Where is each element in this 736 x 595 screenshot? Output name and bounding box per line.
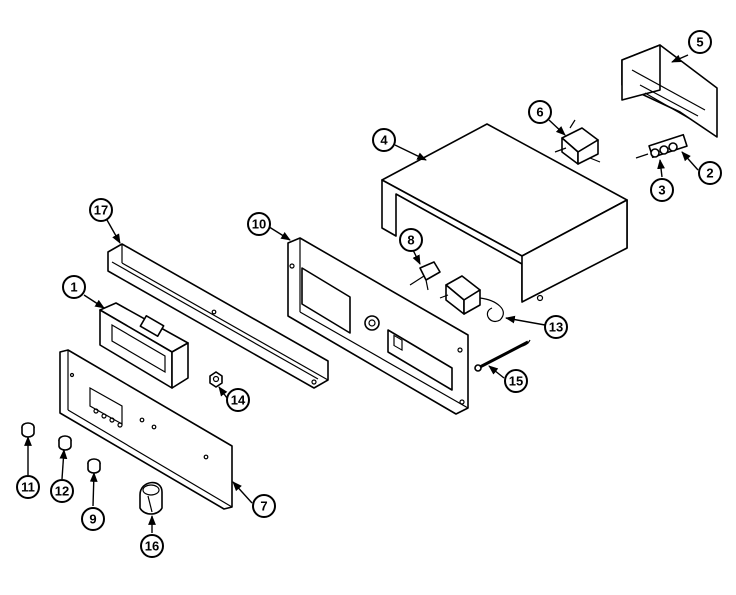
callout-15: 15	[504, 369, 528, 393]
svg-text:17: 17	[94, 203, 108, 218]
part-1-display-module	[99, 302, 189, 389]
svg-text:1: 1	[70, 280, 77, 295]
svg-text:4: 4	[380, 133, 388, 148]
callout-13: 13	[544, 315, 568, 339]
callout-14: 14	[226, 388, 250, 412]
svg-text:12: 12	[55, 484, 69, 499]
svg-text:7: 7	[260, 499, 267, 514]
part-9-button	[87, 458, 101, 474]
callout-7: 7	[252, 494, 276, 518]
callout-8: 8	[399, 228, 423, 252]
callout-11: 11	[16, 475, 40, 499]
callout-10: 10	[247, 212, 271, 236]
callout-6: 6	[528, 100, 552, 124]
svg-text:11: 11	[21, 480, 35, 495]
svg-text:3: 3	[658, 183, 665, 198]
svg-text:16: 16	[145, 539, 159, 554]
svg-text:9: 9	[89, 512, 96, 527]
part-2-3-terminal	[635, 133, 688, 159]
part-13-control-wiring	[439, 275, 504, 322]
part-16-knob	[139, 481, 163, 515]
svg-text:13: 13	[549, 320, 563, 335]
part-15-rod	[474, 339, 531, 372]
callout-1: 1	[62, 275, 86, 299]
part-17-channel-rail	[107, 243, 329, 389]
callout-5: 5	[688, 30, 712, 54]
svg-text:15: 15	[509, 374, 523, 389]
callout-3: 3	[650, 178, 674, 202]
svg-text:14: 14	[231, 393, 246, 408]
callout-9: 9	[81, 507, 105, 531]
svg-text:8: 8	[407, 233, 414, 248]
part-4-housing	[381, 123, 628, 303]
callout-16: 16	[140, 534, 164, 558]
callout-2: 2	[698, 161, 722, 185]
svg-text:6: 6	[536, 105, 543, 120]
svg-text:10: 10	[252, 217, 266, 232]
part-14-nut	[209, 371, 223, 388]
svg-text:2: 2	[706, 166, 713, 181]
callout-4: 4	[372, 128, 396, 152]
callout-17: 17	[89, 198, 113, 222]
callout-12: 12	[50, 479, 74, 503]
part-12-button	[58, 435, 72, 451]
part-6-relay	[554, 119, 601, 165]
part-7-front-panel	[59, 349, 233, 510]
part-11-button	[21, 422, 35, 438]
part-5-rear-bracket	[621, 44, 718, 138]
part-8-switch	[409, 261, 441, 291]
part-10-mount-panel	[287, 237, 469, 415]
svg-text:5: 5	[696, 35, 703, 50]
